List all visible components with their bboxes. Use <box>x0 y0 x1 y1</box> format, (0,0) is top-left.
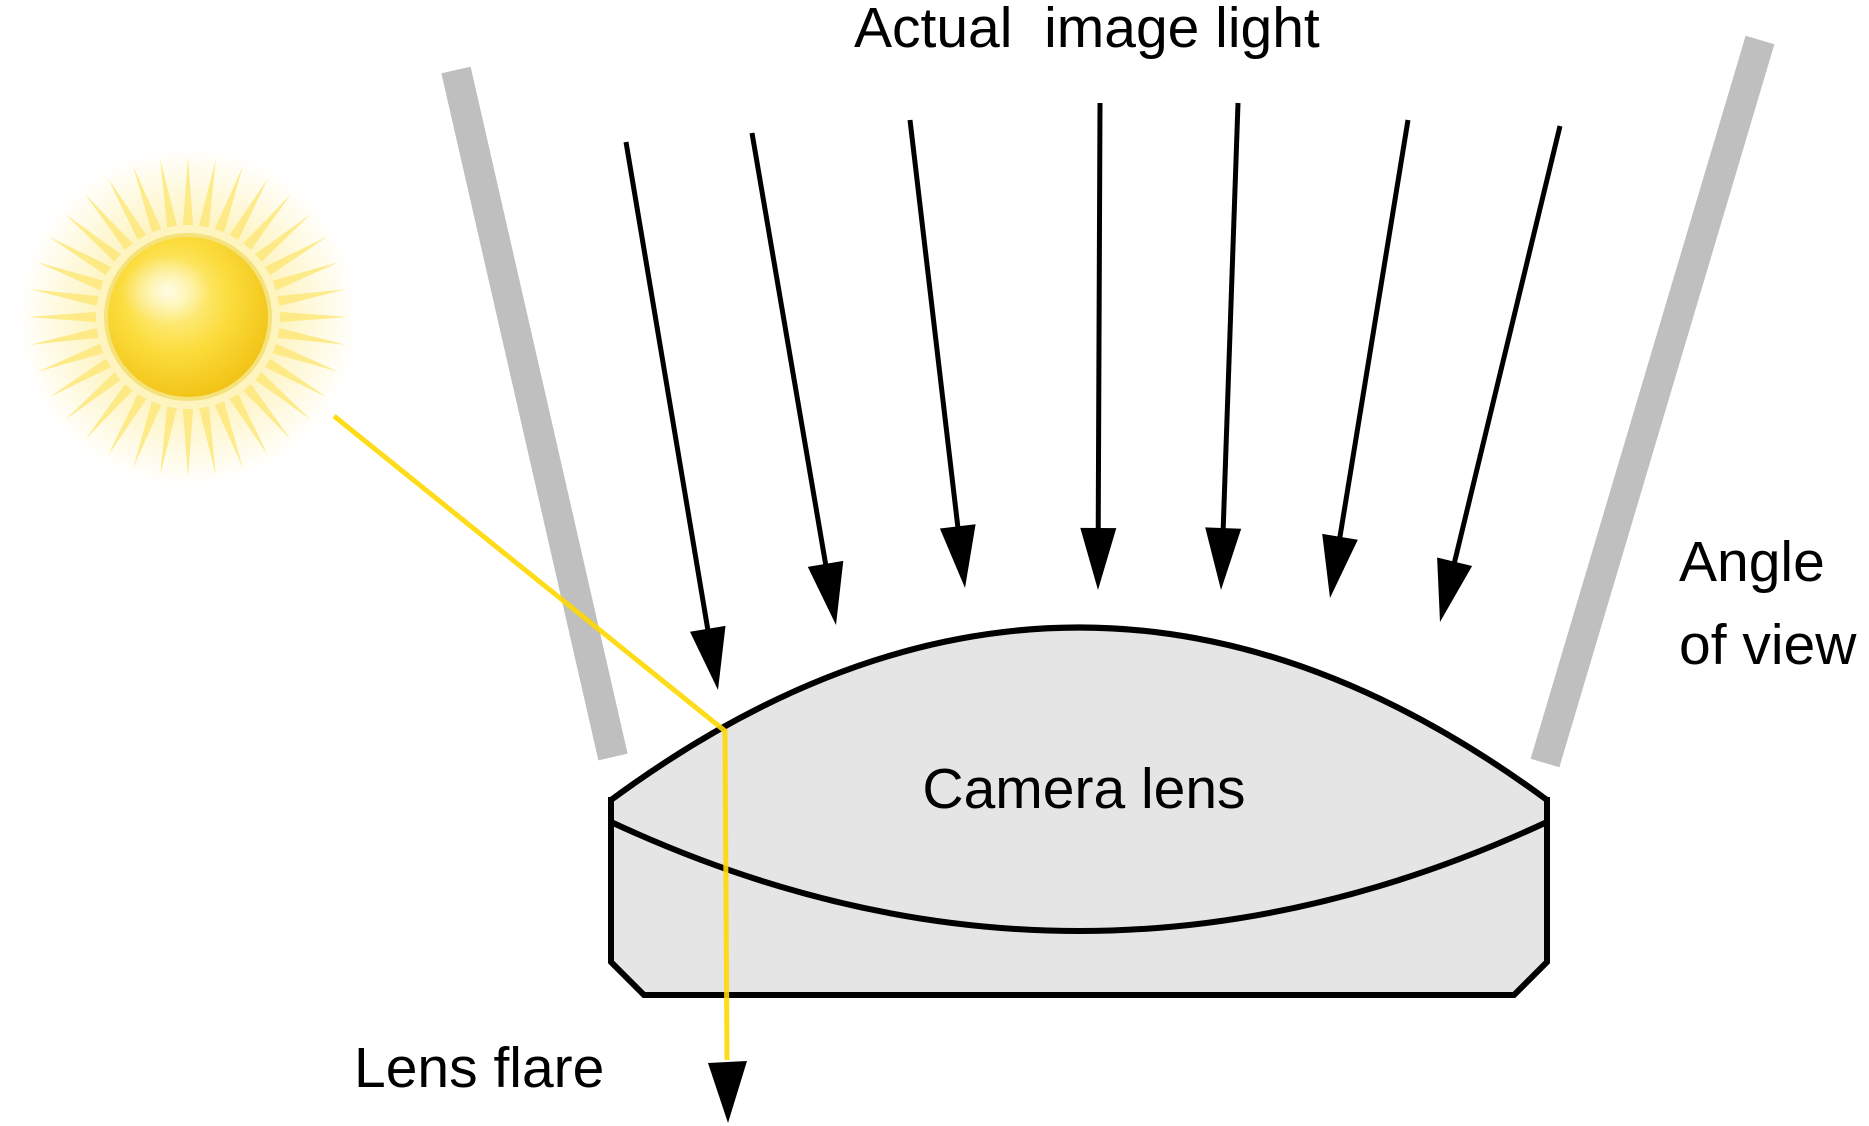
lens-flare-label: Lens flare <box>354 1036 604 1100</box>
image-light-arrowhead <box>1322 533 1358 598</box>
angle-of-view-bar-right <box>1530 35 1775 768</box>
image-light-arrowhead <box>1205 527 1242 590</box>
sun-ray <box>37 262 104 291</box>
image-light-arrow-shaft <box>1450 125 1563 569</box>
sun-ray <box>65 372 121 420</box>
sun-ray <box>214 166 243 233</box>
sun-ray <box>37 343 104 372</box>
sun-ray <box>182 157 194 226</box>
sun-ray <box>49 358 111 397</box>
image-light-arrow-shaft <box>1336 119 1411 544</box>
image-light-arrow-shaft <box>749 132 830 571</box>
sun-ray <box>277 328 346 345</box>
sun-ray <box>199 406 216 475</box>
angle-of-view-label-line2: of view <box>1679 613 1857 677</box>
sun-ray <box>243 194 291 250</box>
sun-ray <box>272 262 339 291</box>
sun-ray <box>133 401 162 468</box>
sun-ray <box>108 178 147 240</box>
sun-ray <box>229 394 268 456</box>
sun-ray <box>30 328 99 345</box>
camera-lens-front-element <box>608 624 1550 934</box>
angle-of-view-bar-left <box>441 66 628 761</box>
lens-flare-arrowhead <box>708 1061 747 1123</box>
sun-ray <box>255 372 311 420</box>
lens-flare-ray <box>332 414 730 1061</box>
camera-lens-label: Camera lens <box>922 757 1245 821</box>
image-light-arrowhead <box>807 560 844 625</box>
sun-ray <box>30 289 99 306</box>
sun-ray <box>265 237 327 276</box>
sun-ray <box>243 384 291 440</box>
sun-ray <box>65 214 121 262</box>
sun-ray <box>133 166 162 233</box>
sun-ray <box>214 401 243 468</box>
sun-ray <box>49 237 111 276</box>
sun-ray <box>229 178 268 240</box>
sun-ray <box>85 384 133 440</box>
image-light-arrow-shaft <box>1095 102 1103 535</box>
sun-rays <box>28 157 348 477</box>
sun-ray <box>199 159 216 228</box>
sun-icon <box>18 147 358 487</box>
sun-ray <box>160 159 177 228</box>
sun-ray <box>108 394 147 456</box>
image-light-arrowhead <box>690 625 726 690</box>
image-light-arrowhead <box>1437 557 1473 622</box>
sun-ray <box>160 406 177 475</box>
angle-of-view-label-line1: Angle <box>1679 530 1825 594</box>
sun-ray <box>28 311 97 323</box>
sun-ray <box>255 214 311 262</box>
sun-ray <box>85 194 133 250</box>
image-light-arrow-shaft <box>623 141 712 636</box>
sun-ray <box>265 358 327 397</box>
image-light-arrowhead <box>1080 527 1117 590</box>
sun-ray <box>182 408 194 477</box>
sun-ray <box>279 311 348 323</box>
sun-ray <box>272 343 339 372</box>
actual-image-light-label: Actual image light <box>854 0 1320 60</box>
sun-ray <box>277 289 346 306</box>
image-light-arrow-shaft <box>1220 102 1241 535</box>
image-light-arrowhead <box>939 524 976 588</box>
image-light-arrows <box>623 102 1563 690</box>
image-light-arrow-shaft <box>907 119 961 533</box>
